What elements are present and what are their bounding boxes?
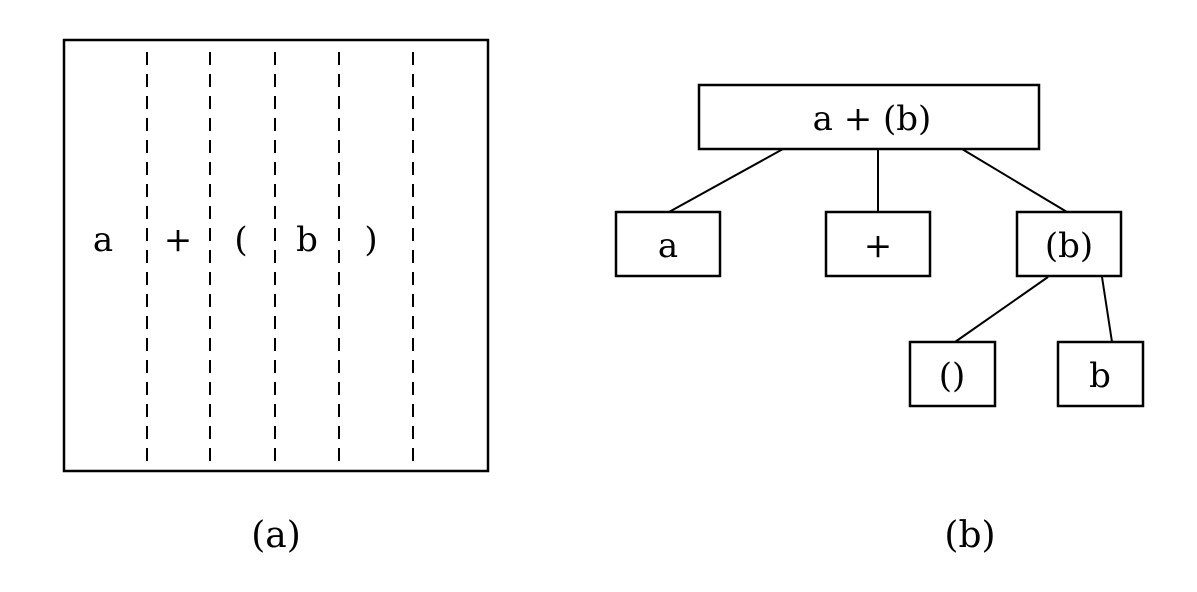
tree-node-plus bbox=[824, 210, 932, 278]
tree-node-plus-label: + bbox=[864, 226, 893, 266]
expression-frame bbox=[62, 38, 490, 473]
token-close-paren: ) bbox=[364, 220, 377, 260]
edge-root-group bbox=[961, 148, 1068, 213]
panel-b: a + (b) a + (b) () b (b) bbox=[614, 83, 1145, 556]
caption-a: (a) bbox=[251, 515, 301, 556]
tree-node-parens bbox=[908, 340, 997, 408]
edge-root-a bbox=[668, 148, 784, 213]
tree-node-group bbox=[1015, 210, 1123, 278]
token-plus: + bbox=[164, 220, 193, 260]
edge-group-b bbox=[1101, 276, 1113, 343]
tree-node-b-label: b bbox=[1089, 356, 1111, 396]
token-b: b bbox=[296, 220, 318, 260]
caption-b: (b) bbox=[944, 515, 995, 556]
token-open-paren: ( bbox=[234, 220, 247, 260]
panel-a: a + ( b ) (a) bbox=[62, 38, 490, 556]
tree-node-b bbox=[1056, 340, 1145, 408]
tree-node-a bbox=[614, 210, 722, 278]
token-a: a bbox=[93, 220, 113, 260]
tree-node-group-label: (b) bbox=[1045, 226, 1093, 266]
tree-node-a-label: a bbox=[658, 226, 678, 266]
tree-node-root bbox=[697, 83, 1041, 151]
edge-group-parens bbox=[954, 276, 1049, 343]
tree-node-parens-label: () bbox=[939, 356, 966, 396]
tree-node-root-label: a + (b) bbox=[813, 99, 932, 139]
